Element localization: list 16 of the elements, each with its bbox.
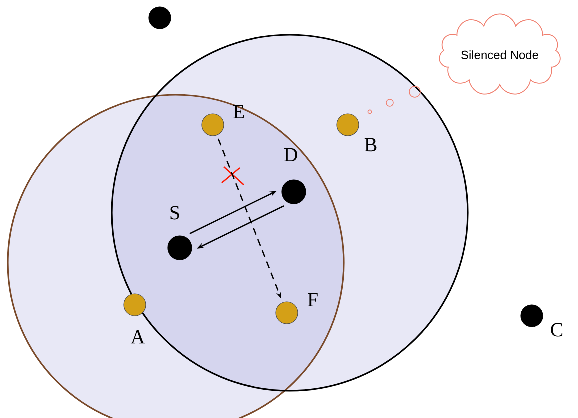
node-label: S (170, 206, 180, 220)
node-label: A (130, 330, 146, 344)
node-dot (124, 294, 146, 316)
cloud: Silenced Node (439, 14, 561, 95)
node-dot (202, 114, 224, 136)
node-dot (520, 304, 544, 328)
node-label: D (284, 148, 298, 162)
node-dot (168, 236, 192, 260)
node-label: B (364, 138, 377, 152)
node-dot (276, 302, 298, 324)
node-dot (148, 6, 172, 30)
node-label: E (233, 105, 244, 119)
node-dot (282, 180, 306, 204)
node-label: C (551, 323, 563, 337)
node-dot (336, 114, 360, 136)
node-label: F (308, 293, 318, 307)
